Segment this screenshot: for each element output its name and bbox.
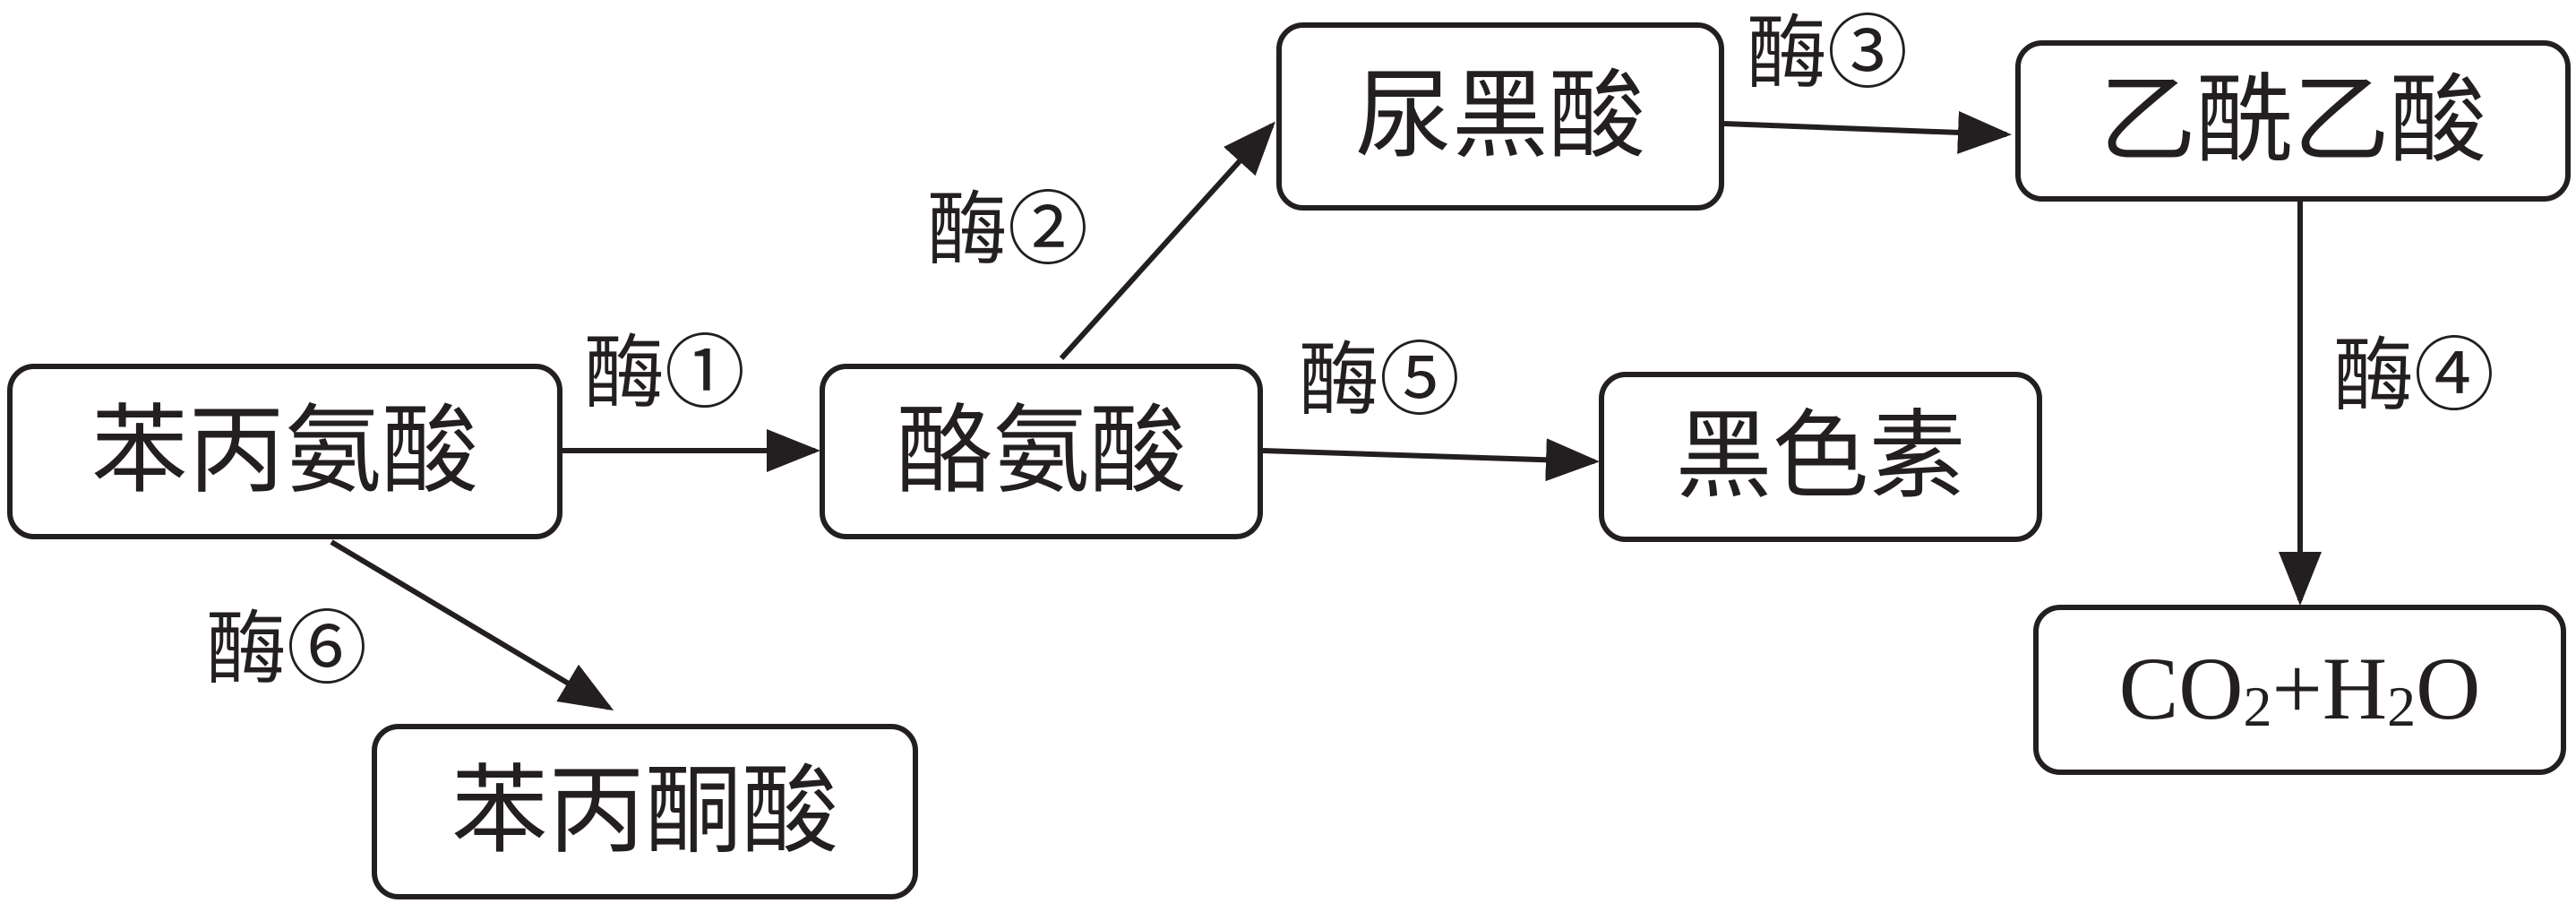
node-phenylalanine: 苯丙氨酸 (7, 364, 562, 539)
enzyme-3-label: 酶③ (1747, 6, 1908, 100)
node-phenylpyruvic-acid-label: 苯丙酮酸 (451, 755, 838, 867)
node-tyrosine-label: 酪氨酸 (896, 395, 1187, 507)
enzyme-2-label: 酶② (927, 183, 1088, 277)
node-homogentisic-acid-label: 尿黑酸 (1354, 60, 1645, 172)
product-formula: CO2+H2O (2118, 639, 2481, 738)
enzyme-1-label: 酶① (584, 326, 745, 420)
node-acetoacetic-acid-label: 乙酰乙酸 (2099, 65, 2486, 176)
node-melanin-label: 黑色素 (1675, 400, 1966, 512)
enzyme-6-label: 酶⑥ (206, 602, 367, 696)
node-acetoacetic-acid: 乙酰乙酸 (2015, 40, 2571, 202)
arrow-homogentisic-to-acetoacetic (1723, 110, 2012, 154)
arrow-tyrosine-to-melanin (1262, 438, 1600, 482)
node-melanin: 黑色素 (1599, 372, 2042, 542)
arrow-tyrosine-to-homogentisic (1059, 121, 1276, 361)
node-homogentisic-acid: 尿黑酸 (1276, 22, 1724, 211)
node-phenylpyruvic-acid: 苯丙酮酸 (372, 724, 918, 899)
arrow-phenylalanine-to-phenylpyruvic (330, 539, 614, 711)
enzyme-4-label: 酶④ (2333, 329, 2494, 423)
enzyme-5-label: 酶⑤ (1299, 333, 1460, 427)
node-phenylalanine-label: 苯丙氨酸 (90, 395, 478, 507)
node-co2-h2o: CO2+H2O (2033, 605, 2566, 775)
node-tyrosine: 酪氨酸 (820, 364, 1263, 539)
